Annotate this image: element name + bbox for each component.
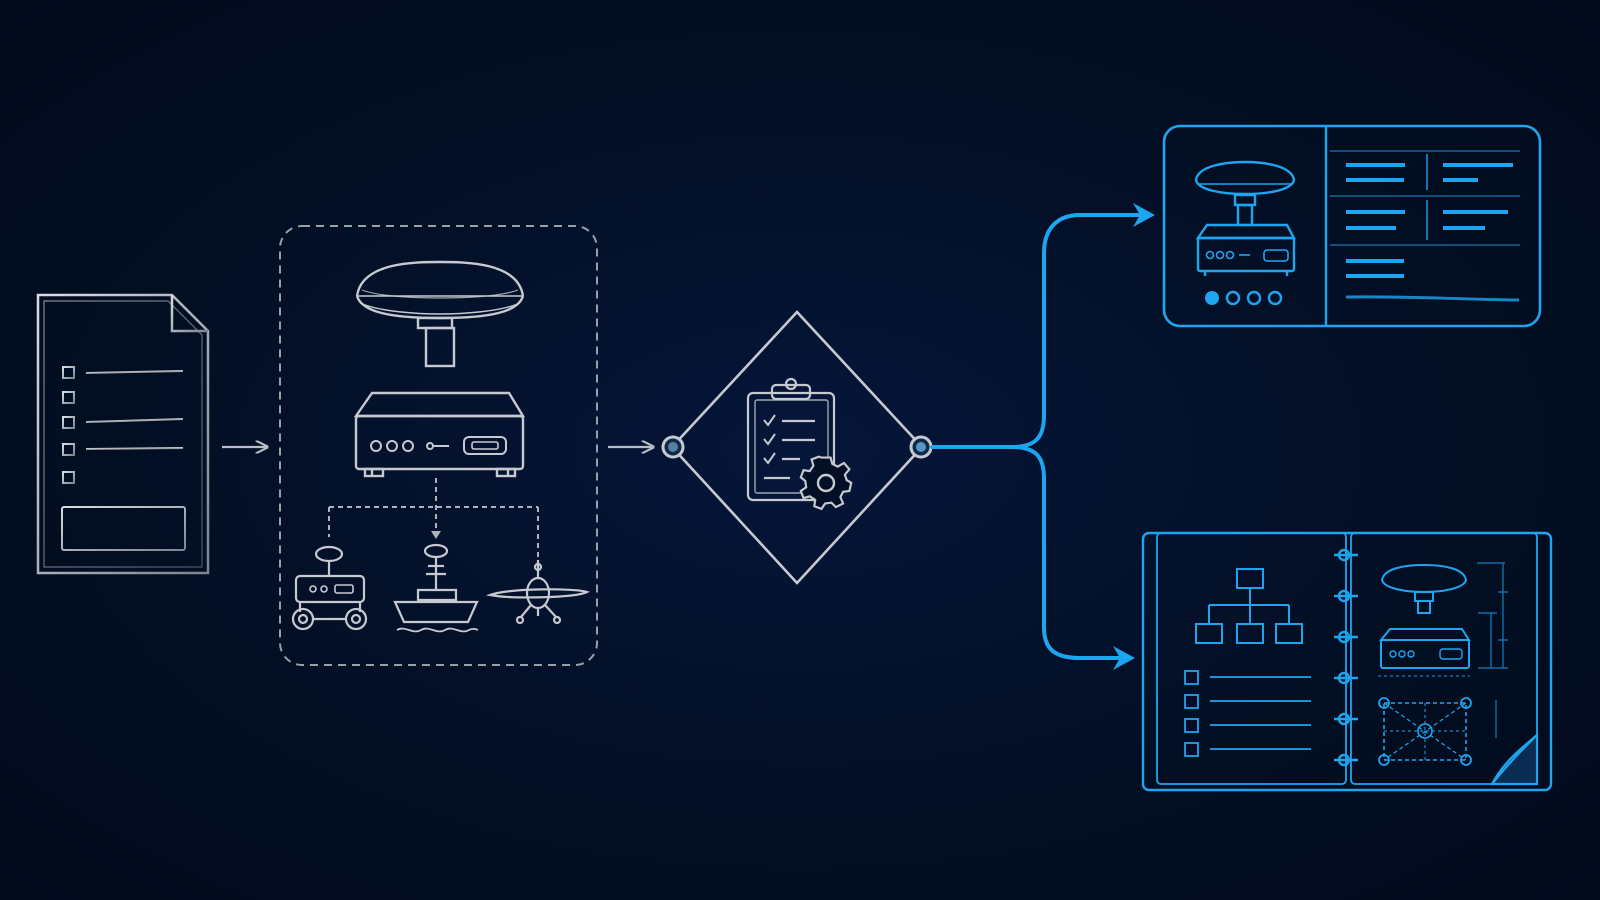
checklist-document-icon [36,293,210,575]
connector-arrowhead [431,531,441,539]
clipboard-gear-icon [746,377,836,502]
gear-icon [799,455,853,511]
arrowhead-to-datasheet [1133,203,1155,227]
platform-connectors [328,478,539,560]
configuration-decision-diamond [670,310,924,585]
pager-dot [1267,290,1283,306]
datasheet-pager [1205,290,1283,306]
hardware-group-container [279,225,598,666]
aircraft-icon [485,560,590,625]
spiral-binding [1334,548,1358,767]
product-datasheet-card-icon [1162,124,1542,328]
blueprint-schematic [1378,697,1472,766]
pager-dot-active [1205,291,1219,305]
input-port-core [668,442,678,452]
submit-box [61,506,186,551]
pager-dot [1246,290,1262,306]
spec-table [1330,150,1520,302]
gnss-antenna-icon [355,260,525,368]
rover-icon [291,545,368,631]
spiral-manual-blueprint-icon [1141,531,1553,792]
boat-icon [393,543,479,633]
dimension-lines [1378,562,1508,738]
arrowhead-to-manual [1113,646,1135,670]
branch-connector [930,213,1142,660]
output-port-core [916,442,926,452]
page-curl [1490,732,1539,786]
pager-dot [1225,290,1241,306]
gnss-receiver-icon [353,391,526,478]
checkbox-list [62,366,184,484]
